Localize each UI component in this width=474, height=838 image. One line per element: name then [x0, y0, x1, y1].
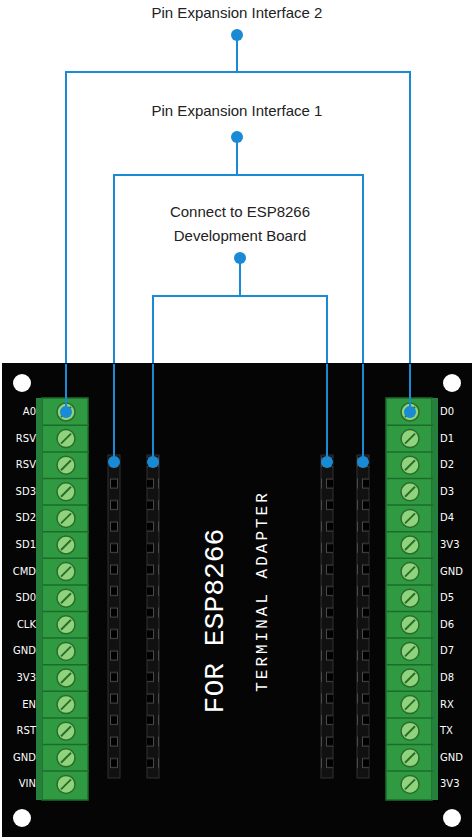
terminal-screws — [387, 403, 433, 793]
pin-label: D1 — [440, 433, 454, 445]
terminal-blocks — [36, 398, 438, 800]
pin-label: SD1 — [16, 539, 36, 551]
header-pins — [357, 455, 369, 778]
terminal-screws — [43, 403, 89, 793]
pin-label: D8 — [440, 672, 454, 684]
callout-label: Pin Expansion Interface 2 — [152, 1, 323, 25]
pin-label: D7 — [440, 645, 454, 657]
leader-lines — [66, 35, 410, 462]
pin-label: GND — [13, 645, 36, 657]
header-pins — [321, 455, 333, 778]
pin-label: RST — [17, 725, 36, 737]
pin-label: 3V3 — [440, 539, 460, 551]
pin-label: SD0 — [16, 592, 36, 604]
pin-label: CMD — [13, 566, 36, 578]
pin-label: CLK — [17, 619, 36, 631]
pin-label: A0 — [23, 406, 36, 418]
pin-label: RX — [440, 699, 454, 711]
header-pins — [108, 455, 120, 778]
callout-dots — [60, 29, 416, 468]
header-pins — [147, 455, 159, 778]
pcb-board — [2, 363, 472, 837]
pin-label: RSV — [16, 433, 36, 445]
pin-label: 3V3 — [440, 778, 460, 790]
pin-label: GND — [440, 752, 463, 764]
pin-label: D3 — [440, 486, 454, 498]
board-title: FOR ESP8266 — [200, 529, 231, 714]
pin-label: D4 — [440, 512, 454, 524]
pin-headers — [108, 455, 369, 778]
pin-label: EN — [22, 699, 36, 711]
pin-label: GND — [440, 566, 463, 578]
board-subtitle: TERMINAL ADAPTER — [254, 490, 272, 692]
callout-label: Pin Expansion Interface 1 — [152, 99, 323, 123]
pin-label: TX — [440, 725, 453, 737]
pin-label: D2 — [440, 459, 454, 471]
pin-label: SD2 — [16, 512, 36, 524]
pin-label: RSV — [16, 459, 36, 471]
mounting-holes — [13, 374, 461, 827]
board-outline: FOR ESP8266 TERMINAL ADAPTER — [2, 363, 472, 837]
pin-label: 3V3 — [16, 672, 36, 684]
pin-label: D5 — [440, 592, 454, 604]
callout-label: Connect to ESP8266 Development Board — [140, 200, 340, 248]
pin-label: GND — [13, 752, 36, 764]
pin-label: VIN — [19, 778, 36, 790]
pin-label: D0 — [440, 406, 454, 418]
pin-label: D6 — [440, 619, 454, 631]
pin-label: SD3 — [16, 486, 36, 498]
